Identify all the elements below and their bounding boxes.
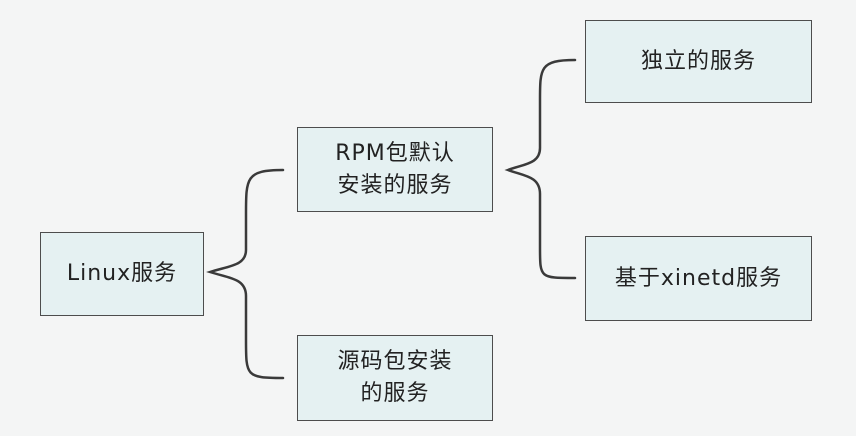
brace-rpm-children — [504, 58, 577, 280]
node-standalone-services: 独立的服务 — [585, 20, 812, 103]
node-xinetd-services: 基于xinetd服务 — [585, 236, 812, 321]
node-linux-services: Linux服务 — [40, 232, 204, 316]
node-source-install-services: 源码包安装 的服务 — [297, 335, 493, 421]
node-rpm-default-services: RPM包默认 安装的服务 — [297, 127, 493, 212]
brace-root-children — [206, 168, 285, 380]
